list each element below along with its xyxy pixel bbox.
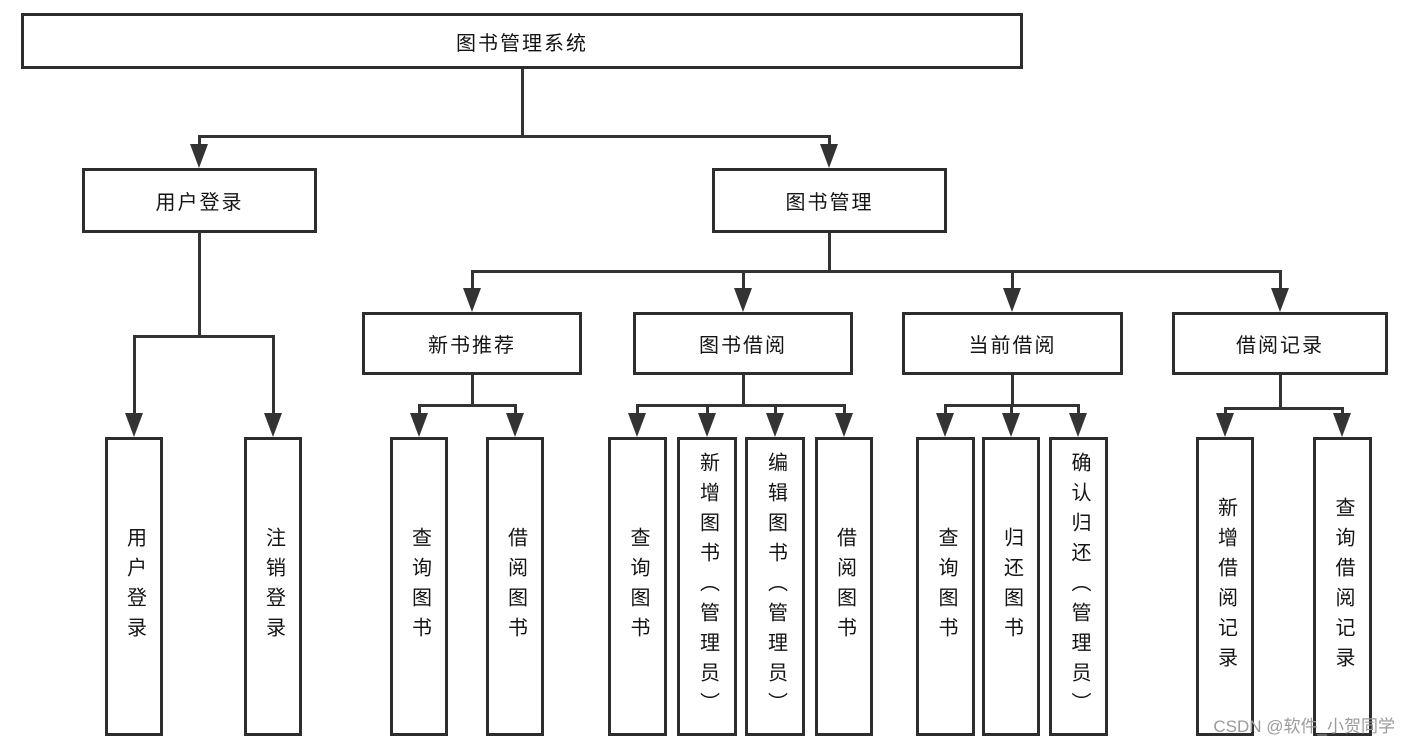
node-label: 编辑图书（管理员） bbox=[764, 451, 787, 722]
arrow-down-icon bbox=[1003, 288, 1021, 312]
leaf-borrow-borrow: 借阅图书 bbox=[815, 437, 873, 736]
node-label: 查询图书 bbox=[935, 526, 957, 647]
connector-line bbox=[471, 271, 474, 296]
arrow-down-icon bbox=[264, 413, 282, 437]
arrow-down-icon bbox=[463, 288, 481, 312]
node-label: 新增图书（管理员） bbox=[696, 451, 719, 722]
node-user-login: 用户登录 bbox=[82, 168, 317, 233]
node-label: 新书推荐 bbox=[428, 335, 516, 357]
arrow-down-icon bbox=[936, 413, 954, 437]
arrow-down-icon bbox=[734, 288, 752, 312]
connector-line bbox=[1011, 375, 1014, 405]
node-label: 图书管理系统 bbox=[456, 32, 588, 55]
leaf-user-login: 用户登录 bbox=[105, 437, 163, 736]
connector-line bbox=[198, 232, 201, 336]
leaf-borrow-query: 查询图书 bbox=[608, 437, 667, 736]
node-label: 图书管理 bbox=[785, 192, 874, 214]
leaf-current-return: 归还图书 bbox=[982, 437, 1040, 736]
connector-line bbox=[198, 135, 831, 138]
node-book-mgmt: 图书管理 bbox=[712, 168, 947, 233]
node-label: 确认归还（管理员） bbox=[1068, 451, 1090, 722]
leaf-newbook-query: 查询图书 bbox=[390, 437, 448, 736]
connector-line bbox=[272, 336, 275, 421]
arrow-down-icon bbox=[410, 413, 428, 437]
leaf-logout: 注销登录 bbox=[244, 437, 302, 736]
connector-line bbox=[742, 375, 745, 405]
arrow-down-icon bbox=[628, 413, 646, 437]
leaf-current-query: 查询图书 bbox=[916, 437, 975, 736]
node-label: 图书借阅 bbox=[699, 335, 787, 357]
arrow-down-icon bbox=[1069, 413, 1087, 437]
node-root: 图书管理系统 bbox=[21, 13, 1023, 69]
node-label: 查询借阅记录 bbox=[1332, 496, 1354, 677]
connector-line bbox=[418, 404, 517, 407]
node-label: 查询图书 bbox=[408, 526, 431, 647]
node-borrow-records: 借阅记录 bbox=[1172, 312, 1388, 375]
node-label: 借阅记录 bbox=[1236, 335, 1324, 357]
node-label: 当前借阅 bbox=[968, 335, 1057, 357]
node-label: 归还图书 bbox=[1000, 526, 1023, 647]
connector-line bbox=[133, 335, 275, 338]
leaf-current-confirm: 确认归还（管理员） bbox=[1049, 437, 1108, 736]
leaf-record-add: 新增借阅记录 bbox=[1196, 437, 1254, 736]
connector-line bbox=[1011, 271, 1014, 296]
csdn-watermark: CSDN @软件_小贺同学 bbox=[1213, 717, 1395, 736]
arrow-down-icon bbox=[506, 413, 524, 437]
connector-line bbox=[133, 336, 136, 421]
connector-line bbox=[1279, 375, 1282, 408]
leaf-borrow-add: 新增图书（管理员） bbox=[677, 437, 737, 736]
connector-line bbox=[1279, 271, 1282, 296]
node-book-borrow: 图书借阅 bbox=[633, 312, 853, 375]
node-current-borrow: 当前借阅 bbox=[902, 312, 1123, 375]
connector-line bbox=[742, 271, 745, 296]
arrow-down-icon bbox=[766, 413, 784, 437]
leaf-record-query: 查询借阅记录 bbox=[1313, 437, 1372, 736]
node-label: 用户登录 bbox=[123, 526, 146, 647]
connector-line bbox=[828, 233, 831, 271]
arrow-down-icon bbox=[1002, 413, 1020, 437]
node-label: 借阅图书 bbox=[833, 526, 856, 647]
node-label: 用户登录 bbox=[155, 192, 244, 214]
connector-line bbox=[471, 375, 474, 405]
arrow-down-icon bbox=[1271, 288, 1289, 312]
node-label: 借阅图书 bbox=[504, 526, 527, 647]
connector-line bbox=[471, 270, 1282, 273]
arrow-down-icon bbox=[820, 144, 838, 168]
arrow-down-icon bbox=[698, 413, 716, 437]
arrow-down-icon bbox=[1333, 413, 1351, 437]
arrow-down-icon bbox=[1216, 413, 1234, 437]
connector-line bbox=[636, 404, 846, 407]
arrow-down-icon bbox=[835, 413, 853, 437]
node-new-book-rec: 新书推荐 bbox=[362, 312, 582, 375]
connector-line bbox=[1224, 407, 1344, 410]
connector-line bbox=[521, 69, 524, 136]
node-label: 新增借阅记录 bbox=[1214, 496, 1237, 677]
leaf-borrow-edit: 编辑图书（管理员） bbox=[745, 437, 805, 736]
arrow-down-icon bbox=[190, 144, 208, 168]
node-label: 查询图书 bbox=[627, 526, 649, 647]
leaf-newbook-borrow: 借阅图书 bbox=[486, 437, 544, 736]
node-label: 注销登录 bbox=[262, 526, 285, 647]
arrow-down-icon bbox=[125, 413, 143, 437]
